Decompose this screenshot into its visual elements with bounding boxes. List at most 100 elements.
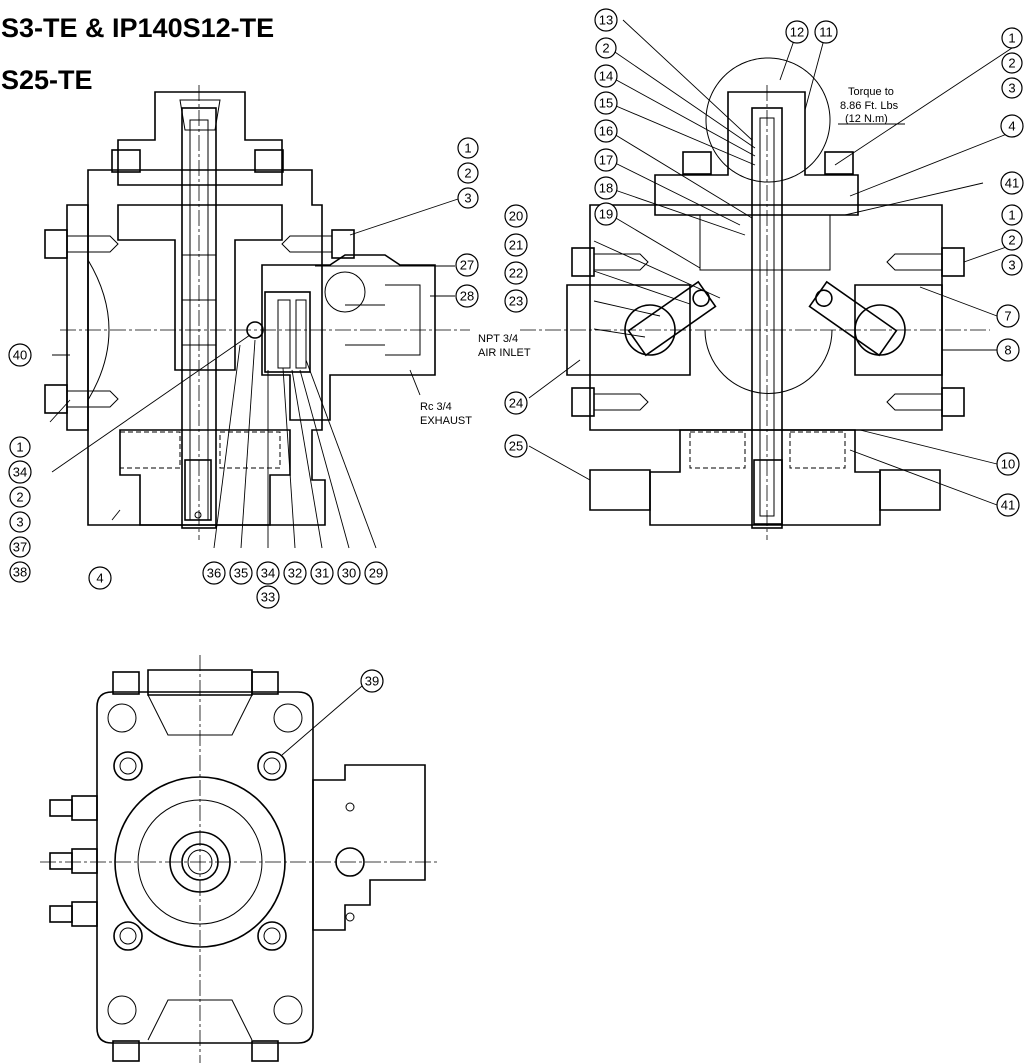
svg-text:8: 8: [1004, 343, 1011, 358]
callout-bubble: 33: [256, 585, 280, 609]
air-inlet-note-line-1: NPT 3/4: [478, 333, 518, 345]
svg-text:20: 20: [509, 209, 523, 224]
callout-bubble: 1: [457, 137, 479, 159]
torque-note-line-1: Torque to: [848, 86, 894, 98]
svg-text:19: 19: [599, 207, 613, 222]
callout-bubble: 22: [504, 261, 528, 285]
svg-text:29: 29: [369, 566, 383, 581]
exhaust-note-line-1: Rc 3/4: [420, 401, 452, 413]
callout-bubble: 40: [8, 343, 32, 367]
callout-bubble: 13: [594, 8, 618, 32]
svg-text:7: 7: [1004, 309, 1011, 324]
svg-text:34: 34: [261, 566, 275, 581]
callout-bubble: 12: [785, 20, 809, 44]
callout-bubble: 17: [594, 148, 618, 172]
callout-bubble: 1: [1001, 204, 1023, 226]
svg-text:3: 3: [464, 191, 471, 206]
svg-text:34: 34: [13, 465, 27, 480]
svg-text:25: 25: [509, 439, 523, 454]
callout-bubble: 3: [457, 187, 479, 209]
callout-bubble: 15: [594, 91, 618, 115]
svg-text:27: 27: [460, 258, 474, 273]
callout-bubble: 21: [504, 233, 528, 257]
svg-text:1: 1: [1008, 208, 1015, 223]
callout-bubble: 2: [595, 37, 617, 59]
callout-bubble: 35: [229, 561, 253, 585]
callout-bubble: 34: [8, 460, 32, 484]
callout-bubble: 11: [814, 20, 838, 44]
callout-bubble: 37: [9, 536, 31, 558]
bottom-plan-view: [40, 655, 440, 1063]
svg-text:33: 33: [261, 590, 275, 605]
svg-text:40: 40: [13, 348, 27, 363]
callout-bubble: 41: [1000, 171, 1024, 195]
callouts-bottom: 39: [360, 669, 384, 693]
svg-text:17: 17: [599, 153, 613, 168]
callout-bubble: 24: [504, 391, 528, 415]
svg-text:1: 1: [16, 440, 23, 455]
svg-text:2: 2: [464, 166, 471, 181]
callout-bubble: 3: [9, 511, 31, 533]
svg-text:15: 15: [599, 96, 613, 111]
svg-text:10: 10: [1001, 457, 1015, 472]
svg-text:4: 4: [1008, 119, 1015, 134]
callout-bubble: 39: [360, 669, 384, 693]
svg-text:41: 41: [1005, 176, 1019, 191]
svg-text:12: 12: [790, 25, 804, 40]
callout-bubble: 3: [1001, 254, 1023, 276]
svg-text:18: 18: [599, 181, 613, 196]
svg-text:16: 16: [599, 124, 613, 139]
annotation-notes: Torque to 8.86 Ft. Lbs (12 N.m) NPT 3/4 …: [420, 86, 899, 427]
svg-text:22: 22: [509, 266, 523, 281]
svg-text:38: 38: [13, 565, 27, 580]
callout-bubble: 34: [256, 561, 280, 585]
svg-text:2: 2: [602, 41, 609, 56]
svg-text:21: 21: [509, 238, 523, 253]
torque-note-line-2: 8.86 Ft. Lbs: [840, 100, 899, 112]
left-section-view: [44, 85, 471, 549]
svg-text:14: 14: [599, 69, 613, 84]
callout-bubble: 36: [202, 561, 226, 585]
callout-bubble: 4: [1000, 114, 1024, 138]
callout-bubble: 41: [996, 493, 1020, 517]
callout-bubble: 3: [1001, 77, 1023, 99]
svg-text:39: 39: [365, 674, 379, 689]
svg-text:13: 13: [599, 13, 613, 28]
svg-text:36: 36: [207, 566, 221, 581]
svg-text:2: 2: [1008, 233, 1015, 248]
callout-bubble: 38: [9, 561, 31, 583]
callout-bubble: 8: [996, 338, 1020, 362]
svg-text:32: 32: [288, 566, 302, 581]
drawing-title-line-2: 0S25-TE: [0, 65, 93, 95]
callout-bubble: 10: [996, 452, 1020, 476]
callout-bubble: 1: [9, 436, 31, 458]
callout-bubble: 25: [504, 434, 528, 458]
callout-bubble: 1: [1001, 27, 1023, 49]
svg-text:3: 3: [1008, 81, 1015, 96]
air-inlet-note-line-2: AIR INLET: [478, 347, 531, 359]
callout-bubble: 4: [88, 566, 112, 590]
svg-text:2: 2: [1008, 56, 1015, 71]
callout-bubble: 14: [594, 64, 618, 88]
callout-bubble: 2: [9, 486, 31, 508]
svg-text:37: 37: [13, 540, 27, 555]
svg-text:4: 4: [96, 571, 103, 586]
svg-text:1: 1: [1008, 31, 1015, 46]
svg-text:2: 2: [16, 490, 23, 505]
callout-bubble: 18: [594, 176, 618, 200]
svg-text:23: 23: [509, 294, 523, 309]
callout-bubble: 27: [455, 253, 479, 277]
svg-text:24: 24: [509, 396, 523, 411]
svg-text:3: 3: [1008, 258, 1015, 273]
drawing-title-line-1: 0S3-TE & IP140S12-TE: [0, 13, 275, 43]
callout-bubble: 20: [504, 204, 528, 228]
callout-bubble: 28: [455, 284, 479, 308]
svg-text:1: 1: [464, 141, 471, 156]
svg-text:11: 11: [819, 25, 833, 40]
svg-text:31: 31: [315, 566, 329, 581]
svg-text:41: 41: [1001, 498, 1015, 513]
callout-bubble: 2: [1001, 229, 1023, 251]
callout-bubble: 23: [504, 289, 528, 313]
svg-text:28: 28: [460, 289, 474, 304]
